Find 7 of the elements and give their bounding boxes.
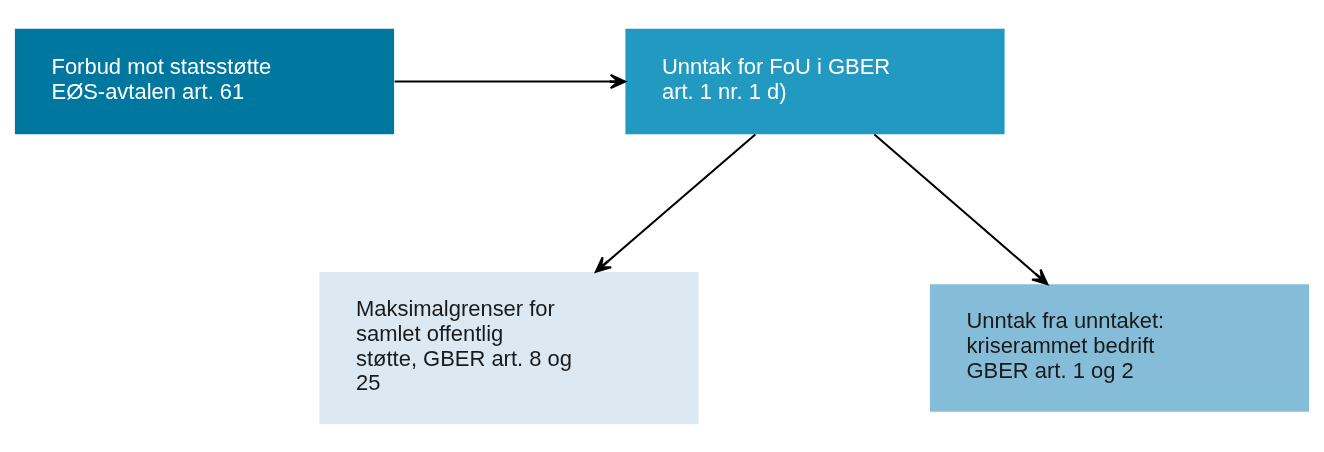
arrow [873, 133, 1049, 285]
arrow [594, 133, 756, 273]
node-box: Unntak fra unntaket: kriserammet bedrift GBER art. 1 og 2 [929, 283, 1310, 412]
node-box: Unntak for FoU i GBER art. 1 nr. 1 d) [625, 28, 1005, 134]
node-box: Maksimalgrenser for samlet offentlig støtte, GBER art. 8 og 25 [319, 271, 699, 424]
node-box: Forbud mot statsstøtte EØS-avtalen art. 61 [14, 28, 395, 134]
arrow [394, 73, 627, 89]
